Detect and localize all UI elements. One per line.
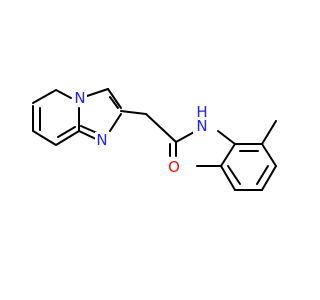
methyl-groups [196,120,277,167]
atom-label-imidazole-nitrogen: N [96,131,107,149]
acetamide-linker [120,110,197,157]
atom-label-bridge-nitrogen: N [74,89,85,107]
atom-labels: N N N H O [73,89,211,176]
aryl-ring [217,130,277,191]
imidazole-ring [78,88,122,141]
molecule-structure-diagram: N N N H O [32,88,277,191]
atom-label-amide-hydrogen: H [196,103,207,121]
atom-label-carbonyl-oxygen: O [168,158,180,176]
atom-label-amide-nitrogen: N [196,117,207,135]
pyridine-ring [32,89,80,146]
